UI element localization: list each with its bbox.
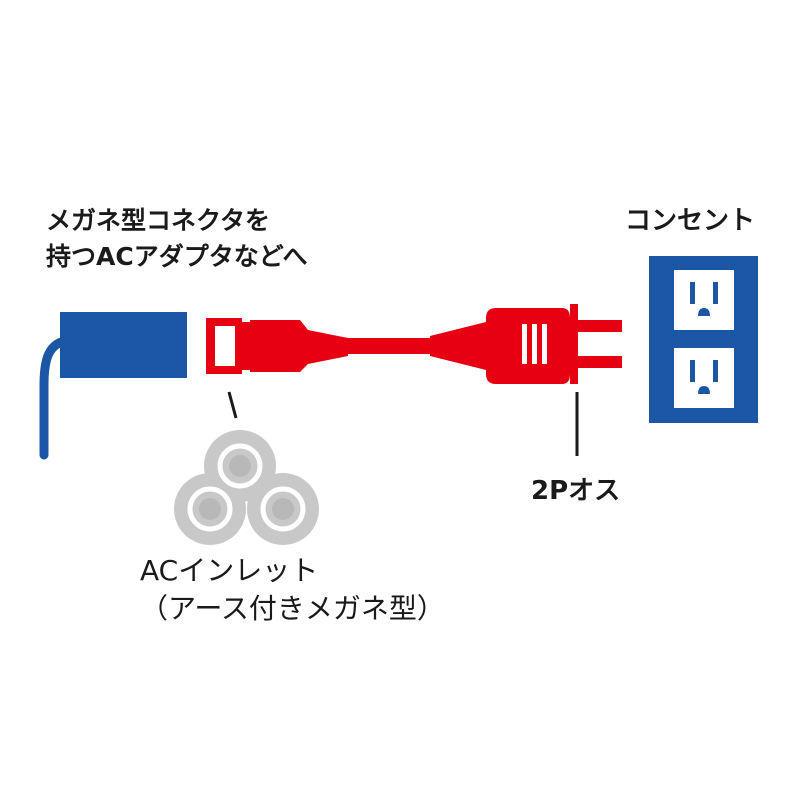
plug-prong-top: [578, 320, 622, 332]
cord: [346, 338, 442, 354]
wall-outlet: [649, 256, 758, 423]
ac-adapter: [39, 312, 187, 460]
inlet-label: ACインレット （アース付きメガネ型）: [140, 552, 445, 628]
socket-top: [674, 270, 734, 330]
c7-connector: [206, 318, 348, 374]
outlet-label: コンセント: [625, 206, 756, 236]
connector-body: [250, 320, 348, 372]
adapter-label-line2: 持つACアダプタなどへ: [46, 242, 308, 271]
plug-grip-lines: [522, 324, 547, 364]
plug-face: [570, 304, 578, 384]
adapter-label-line1: メガネ型コネクタを: [46, 206, 271, 235]
plug-body: [486, 308, 570, 384]
plug-label: 2Pオス: [531, 476, 621, 506]
plug-prong-bottom: [578, 356, 622, 368]
socket-bottom: [674, 348, 734, 408]
adapter-body: [60, 312, 187, 378]
inlet-leader-line: [227, 391, 238, 419]
plug-2p: [430, 304, 622, 384]
inlet-label-line2: （アース付きメガネ型）: [140, 592, 445, 625]
ac-inlet-icon: [174, 430, 319, 545]
plug-strain-relief: [430, 322, 486, 370]
inlet-label-line1: ACインレット: [140, 554, 319, 587]
adapter-label: メガネ型コネクタを 持つACアダプタなどへ: [46, 203, 307, 275]
power-cable: [206, 304, 622, 384]
